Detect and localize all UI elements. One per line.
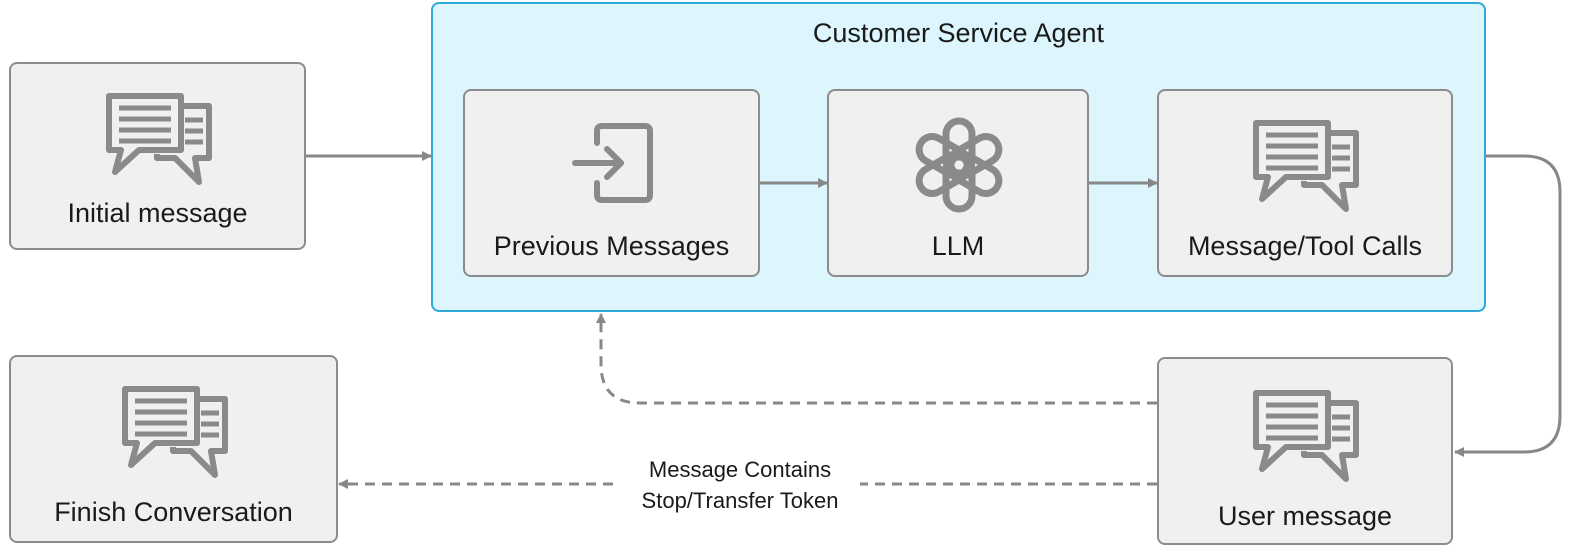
message-tool-calls-label: Message/Tool Calls	[1187, 231, 1423, 261]
chat-bubbles-icon	[106, 93, 212, 185]
arrow-user-message-to-agent-dashed	[596, 313, 1157, 405]
stop-condition-label: Message Contains Stop/Transfer Token	[620, 454, 860, 516]
chat-bubbles-icon	[122, 386, 228, 478]
llm-node: LLM	[827, 89, 1089, 277]
sign-in-arrow-icon	[572, 123, 653, 203]
openai-logo-icon	[915, 117, 1003, 213]
agent-title: Customer Service Agent	[812, 18, 1105, 48]
llm-label: LLM	[931, 231, 985, 261]
user-message-label: User message	[1217, 501, 1393, 531]
finish-conversation-label: Finish Conversation	[54, 497, 293, 527]
chat-bubbles-icon	[1253, 390, 1359, 482]
previous-messages-label: Previous Messages	[493, 231, 730, 261]
previous-messages-node: Previous Messages	[463, 89, 760, 277]
arrow-agent-to-user-message	[1454, 154, 1562, 457]
user-message-node: User message	[1157, 357, 1453, 545]
stop-condition-line-2: Stop/Transfer Token	[641, 488, 839, 513]
message-tool-calls-node: Message/Tool Calls	[1157, 89, 1453, 277]
initial-message-label: Initial message	[67, 198, 248, 228]
stop-condition-line-1: Message Contains	[648, 457, 832, 482]
initial-message-node: Initial message	[9, 62, 306, 250]
finish-conversation-node: Finish Conversation	[9, 355, 338, 543]
chat-bubbles-icon	[1253, 120, 1359, 212]
